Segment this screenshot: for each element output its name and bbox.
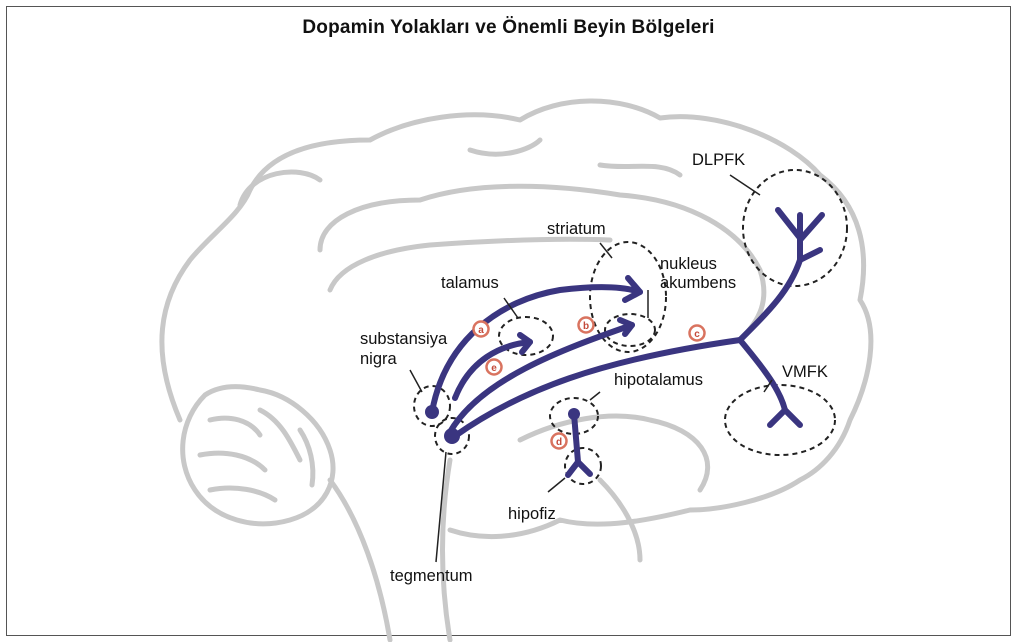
svg-text:b: b [583, 321, 589, 332]
marker-c: c [690, 326, 705, 341]
label-dlpfk: DLPFK [692, 151, 745, 169]
tegmentum-node [444, 428, 460, 444]
hipotalamus-node [568, 408, 580, 420]
label-talamus: talamus [441, 274, 499, 292]
label-substansiya-line2: nigra [360, 350, 398, 368]
label-vmfk: VMFK [782, 363, 828, 381]
label-nukleus-line1: nukleus [660, 255, 717, 273]
svg-text:a: a [478, 325, 484, 336]
substansiya-nigra-node [425, 405, 439, 419]
marker-b: b [579, 318, 594, 333]
svg-text:e: e [491, 363, 497, 374]
label-hipotalamus: hipotalamus [614, 371, 703, 389]
label-nukleus-line2: akumbens [660, 274, 736, 292]
dopamine-pathways [432, 210, 822, 475]
svg-text:d: d [556, 437, 562, 448]
label-substansiya-line1: substansiya [360, 330, 448, 348]
marker-a: a [474, 322, 489, 337]
label-striatum: striatum [547, 220, 606, 238]
label-tegmentum: tegmentum [390, 567, 473, 585]
cerebellum [183, 387, 333, 524]
label-hipofiz: hipofiz [508, 505, 556, 523]
svg-text:c: c [694, 329, 700, 340]
marker-e: e [487, 360, 502, 375]
marker-d: d [552, 434, 567, 449]
